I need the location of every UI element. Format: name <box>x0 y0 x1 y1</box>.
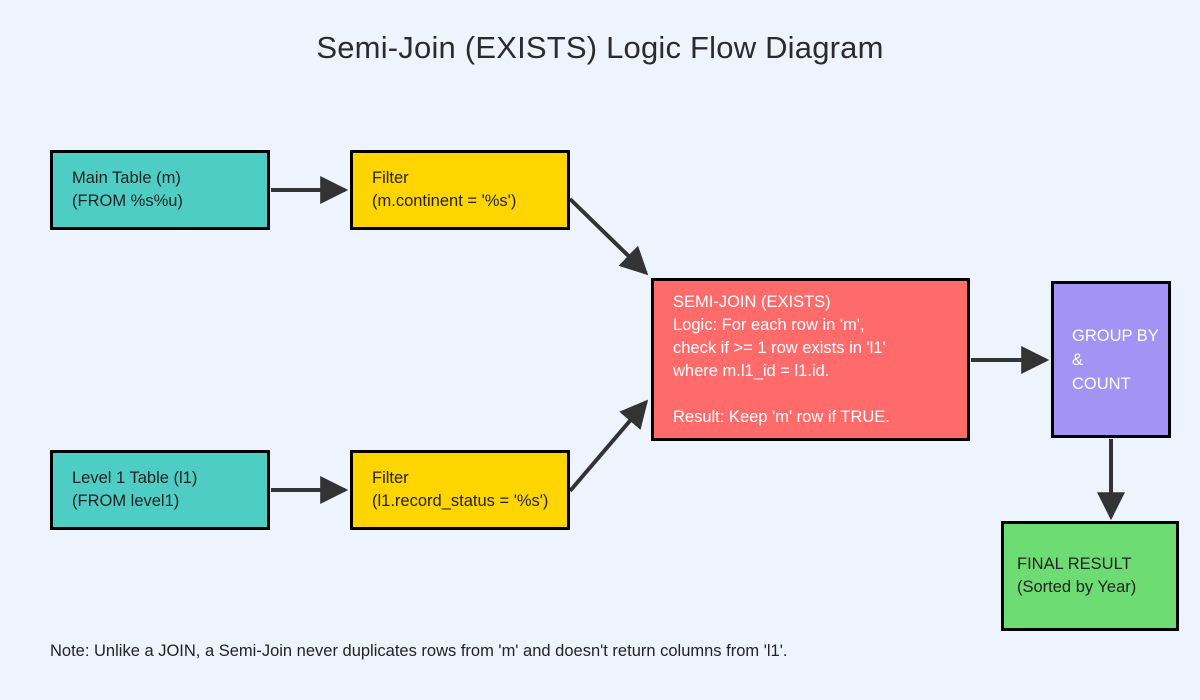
node-level1-table-line-2: (FROM level1) <box>72 492 180 510</box>
node-filter-level1[interactable]: Filter (l1.record_status = '%s') <box>350 450 570 530</box>
edge-filter-level1-to-semi-join <box>568 399 649 493</box>
node-filter-level1-line-2: (l1.record_status = '%s') <box>372 492 549 510</box>
node-group-by[interactable]: GROUP BY & COUNT <box>1051 281 1171 438</box>
node-filter-main[interactable]: Filter (m.continent = '%s') <box>350 150 570 230</box>
node-final-result-line-1: FINAL RESULT <box>1017 555 1132 573</box>
node-filter-main-line-1: Filter <box>372 169 409 187</box>
diagram-footnote: Note: Unlike a JOIN, a Semi-Join never d… <box>50 642 788 660</box>
node-main-table-line-2: (FROM %s%u) <box>72 192 183 210</box>
node-main-table[interactable]: Main Table (m) (FROM %s%u) <box>50 150 270 230</box>
edge-filter-main-to-semi-join <box>568 197 649 276</box>
page-title: Semi-Join (EXISTS) Logic Flow Diagram <box>316 30 884 65</box>
node-group-by-line-2: & <box>1072 350 1084 369</box>
node-level1-table[interactable]: Level 1 Table (l1) (FROM level1) <box>50 450 270 530</box>
node-group-by-line-1: GROUP BY <box>1072 326 1159 345</box>
node-semi-join-line-5: Result: Keep 'm' row if TRUE. <box>673 407 890 426</box>
node-semi-join-line-3: check if >= 1 row exists in 'l1' <box>673 338 886 357</box>
node-final-result-line-2: (Sorted by Year) <box>1017 578 1137 596</box>
node-filter-level1-line-1: Filter <box>372 469 409 487</box>
node-semi-join-line-1: SEMI-JOIN (EXISTS) <box>673 292 831 311</box>
node-filter-main-line-2: (m.continent = '%s') <box>372 192 517 210</box>
node-final-result[interactable]: FINAL RESULT (Sorted by Year) <box>1001 521 1179 631</box>
node-main-table-line-1: Main Table (m) <box>72 169 181 187</box>
node-level1-table-line-1: Level 1 Table (l1) <box>72 469 198 487</box>
node-semi-join-spacer <box>654 383 967 406</box>
node-group-by-line-3: COUNT <box>1072 374 1131 393</box>
node-semi-join[interactable]: SEMI-JOIN (EXISTS) Logic: For each row i… <box>651 278 970 441</box>
node-semi-join-line-2: Logic: For each row in 'm', <box>673 315 865 334</box>
node-semi-join-line-4: where m.l1_id = l1.id. <box>673 361 830 380</box>
